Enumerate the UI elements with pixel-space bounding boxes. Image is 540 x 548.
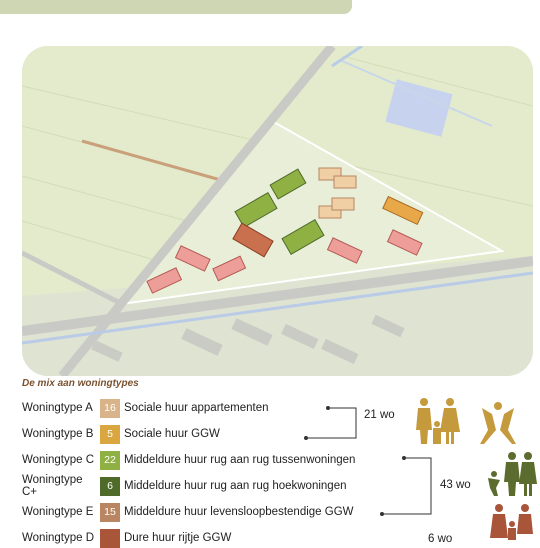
family-rust-icon — [490, 504, 533, 540]
row-count-badge: 5 — [100, 424, 120, 444]
legend-row-c: Woningtype C 22 Middeldure huur rug aan … — [22, 450, 355, 470]
row-count-badge: 6 — [100, 476, 120, 496]
bracket-dot — [304, 436, 308, 440]
bracket-dot — [380, 512, 384, 516]
row-desc: Sociale huur GGW — [124, 428, 220, 440]
map-canal-right — [341, 60, 493, 127]
group-label-2: 43 wo — [440, 479, 471, 491]
family-gold-icon — [416, 398, 516, 444]
mix-title: De mix aan woningtypes — [22, 378, 139, 389]
map-existing-buildings — [91, 314, 405, 365]
map-road-west — [22, 250, 124, 307]
bracket-group-2 — [382, 457, 432, 515]
group-label-1: 21 wo — [364, 409, 395, 421]
legend-row-e: Woningtype E 15 Middeldure huur levenslo… — [22, 502, 354, 522]
map-waterway — [22, 271, 533, 345]
row-type: Woningtype C+ — [22, 474, 83, 498]
map-canal-top — [331, 46, 363, 68]
site-map-drawing — [22, 46, 533, 376]
bracket-dot — [402, 456, 406, 460]
row-type: Woningtype E — [22, 506, 94, 518]
row-count-badge: 16 — [100, 398, 120, 418]
legend-row-c-plus: Woningtype C+ 6 Middeldure huur rug aan … — [22, 474, 347, 498]
row-desc: Sociale huur appartementen — [124, 402, 269, 414]
map-road-main — [22, 256, 533, 336]
legend-row-b: Woningtype B 5 Sociale huur GGW — [22, 424, 220, 444]
group-label-3: 6 wo — [428, 533, 453, 545]
row-desc: Middeldure huur rug aan rug tussenwoning… — [124, 454, 356, 466]
site-map — [22, 46, 533, 376]
planned-buildings — [146, 167, 424, 294]
row-count-badge: 15 — [100, 502, 120, 522]
map-water-area — [385, 79, 453, 137]
row-type: Woningtype C — [22, 454, 95, 466]
row-type: Woningtype A — [22, 402, 93, 414]
header-band — [0, 0, 352, 14]
bracket-dot — [326, 406, 330, 410]
row-desc: Middeldure huur rug aan rug hoekwoningen — [124, 480, 347, 492]
row-type: Woningtype B — [22, 428, 94, 440]
row-desc: Middeldure huur levensloopbestendige GGW — [124, 506, 354, 518]
legend-row-a: Woningtype A 16 Sociale huur appartement… — [22, 398, 269, 418]
family-green-icon — [488, 452, 537, 496]
row-count-badge: 22 — [100, 450, 120, 470]
bracket-group-1 — [306, 407, 357, 439]
map-path — [81, 139, 243, 188]
